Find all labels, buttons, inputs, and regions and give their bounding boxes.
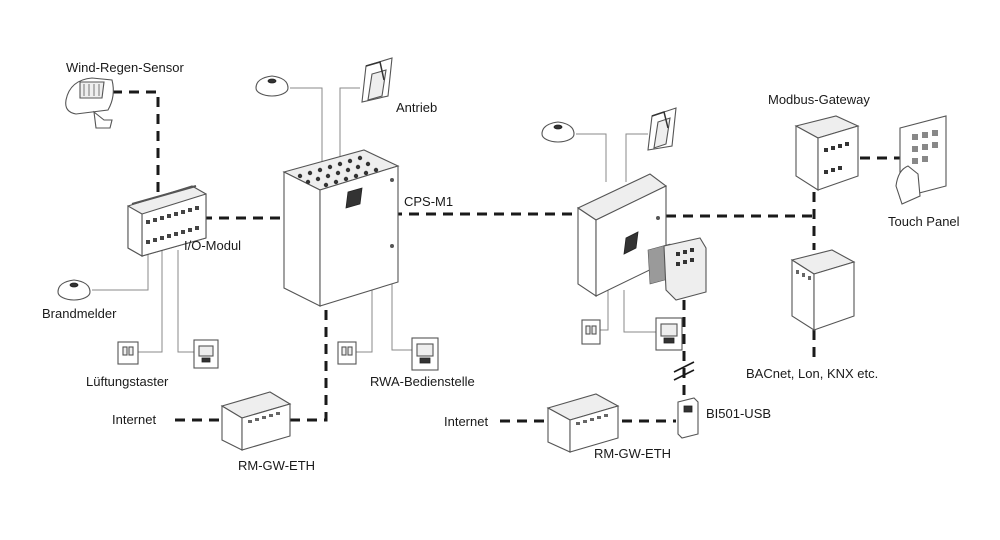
wire-detector-cps — [576, 133, 607, 182]
wind-rain-sensor-device — [65, 77, 114, 129]
ventilation-switch-1 — [117, 341, 139, 365]
cps-m1-device — [576, 173, 668, 298]
rm-gw-eth-left-device — [220, 391, 292, 451]
main-control-cabinet — [282, 149, 400, 307]
line-break-mark — [673, 361, 695, 381]
bacnet-gateway-device — [790, 249, 856, 332]
smoke-detector-brandmelder — [57, 279, 91, 301]
label-internet-right: Internet — [444, 414, 488, 429]
ventilation-switch-2 — [193, 339, 219, 369]
label-bacnet: BACnet, Lon, KNX etc. — [746, 366, 878, 381]
label-internet-left: Internet — [112, 412, 156, 427]
wire-taster-main — [352, 278, 373, 353]
main-cabinet-logo-icon — [345, 187, 363, 209]
touch-panel-device — [895, 115, 947, 205]
bi501-usb-device — [677, 397, 699, 439]
switch-cps-small — [581, 319, 601, 345]
window-actuator-main — [361, 57, 393, 103]
label-rwa: RWA-Bedienstelle — [370, 374, 475, 389]
label-bi501: BI501-USB — [706, 406, 771, 421]
thin-wiring — [92, 87, 660, 353]
rwa-station-cps — [655, 317, 683, 351]
switch-main-small — [337, 341, 357, 365]
rm-gw-eth-right-device — [546, 393, 620, 453]
connection-lines — [112, 90, 900, 423]
interface-module-device — [647, 237, 707, 301]
labels: Wind-Regen-Sensor Antrieb I/O-Modul Bran… — [42, 60, 960, 473]
rwa-control-station — [411, 337, 439, 371]
wire-detector-main — [290, 87, 323, 165]
label-rmgw-right: RM-GW-ETH — [594, 446, 671, 461]
line-main-rmgw — [290, 310, 328, 422]
smoke-detector-main — [255, 75, 289, 97]
cps-logo-icon — [623, 231, 639, 255]
wire-taster2 — [177, 250, 196, 353]
label-modbus: Modbus-Gateway — [768, 92, 870, 107]
label-cps-m1: CPS-M1 — [404, 194, 453, 209]
smoke-detector-cps — [541, 121, 575, 143]
label-io-modul: I/O-Modul — [184, 238, 241, 253]
window-actuator-cps — [647, 107, 677, 151]
io-module-device — [127, 185, 207, 257]
line-wind-io — [112, 90, 160, 192]
modbus-gateway-device — [794, 115, 860, 192]
label-wind-sensor: Wind-Regen-Sensor — [66, 60, 184, 75]
wire-rwa — [391, 270, 412, 351]
wire-rwa-cps — [623, 290, 660, 333]
label-antrieb: Antrieb — [396, 100, 437, 115]
wire-taster1 — [128, 250, 163, 353]
wire-antrieb-cps — [625, 133, 648, 182]
hand-icon — [895, 165, 921, 205]
wire-brandmelder — [92, 250, 149, 291]
wire-antrieb — [339, 87, 360, 165]
label-rmgw-left: RM-GW-ETH — [238, 458, 315, 473]
label-lueftungstaster: Lüftungstaster — [86, 374, 169, 389]
label-touch-panel: Touch Panel — [888, 214, 960, 229]
label-brandmelder: Brandmelder — [42, 306, 117, 321]
